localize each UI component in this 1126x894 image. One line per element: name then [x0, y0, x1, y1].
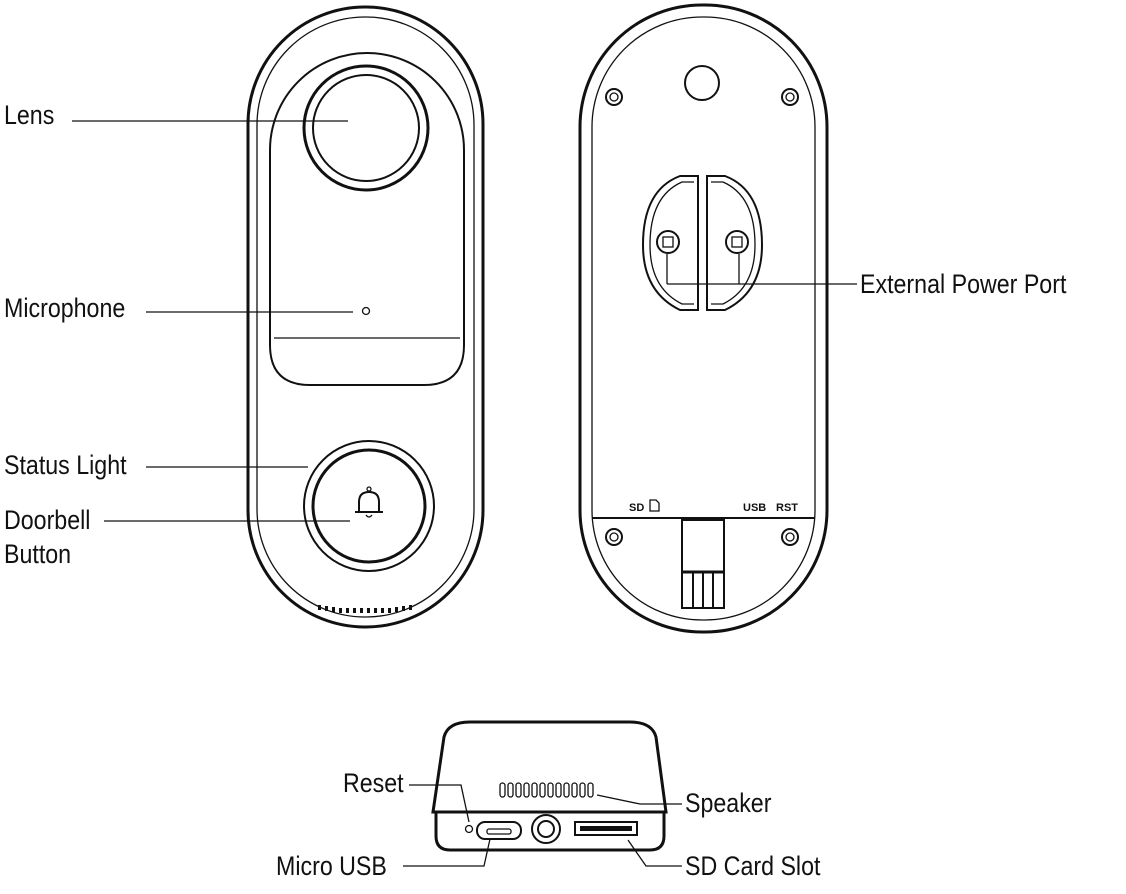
microphone-hole: [361, 306, 371, 316]
bottom-module-base: [434, 812, 666, 852]
front-speaker-grille: [318, 605, 412, 613]
terminal-screw-right: [725, 230, 749, 254]
leader-micro-usb: [403, 838, 491, 867]
sd-card-slot: [574, 821, 638, 836]
back-labels: External Power Port: [739, 269, 1066, 299]
label-lens: Lens: [4, 100, 54, 130]
terminal-screw-left: [656, 230, 680, 254]
leader-speaker: [596, 794, 682, 805]
front-body-outline: [246, 5, 485, 629]
bottom-labels: Reset Speaker Micro USB SD Card Slot: [276, 768, 820, 881]
back-sd-marking: SD: [629, 502, 644, 514]
label-doorbell-button-line2: Button: [4, 539, 71, 569]
bottom-view: [431, 720, 668, 852]
back-body-outline: [578, 3, 829, 634]
bell-icon: [355, 486, 383, 518]
external-power-port: [641, 175, 764, 311]
back-usb-marking: USB: [743, 502, 766, 514]
front-body-inner: [256, 16, 475, 618]
back-rst-marking: RST: [776, 502, 798, 514]
label-external-power-port: External Power Port: [860, 269, 1066, 299]
front-labels: Lens Microphone Status Light Doorbell Bu…: [4, 100, 353, 569]
label-micro-usb: Micro USB: [276, 851, 387, 881]
label-status-light: Status Light: [4, 450, 127, 480]
lens: [302, 64, 430, 192]
bottom-module-top: [431, 720, 668, 814]
top-hole: [684, 65, 720, 101]
status-light-ring: [303, 440, 435, 572]
barrel-port: [531, 814, 561, 844]
sd-card-icon: [649, 499, 660, 512]
screw-top-left: [605, 88, 623, 106]
screw-bottom-right: [781, 528, 799, 546]
back-body-inner: [591, 16, 816, 621]
label-microphone: Microphone: [4, 293, 125, 323]
micro-usb-port: [476, 821, 522, 840]
speaker-grille: [499, 782, 594, 798]
label-sd-card-slot: SD Card Slot: [685, 851, 820, 881]
reset-hole: [464, 824, 474, 834]
front-upper-panel: [269, 52, 465, 386]
screw-top-right: [781, 88, 799, 106]
doorbell-button: [303, 440, 435, 572]
label-reset: Reset: [343, 768, 404, 798]
leader-reset: [409, 784, 470, 823]
screw-bottom-left: [605, 528, 623, 546]
back-view: SD USB RST: [578, 3, 829, 634]
back-connector: [681, 519, 725, 609]
leader-sd-card-slot: [627, 839, 682, 867]
front-view: [246, 5, 485, 629]
label-doorbell-button-line1: Doorbell: [4, 505, 90, 535]
label-speaker: Speaker: [685, 788, 771, 818]
